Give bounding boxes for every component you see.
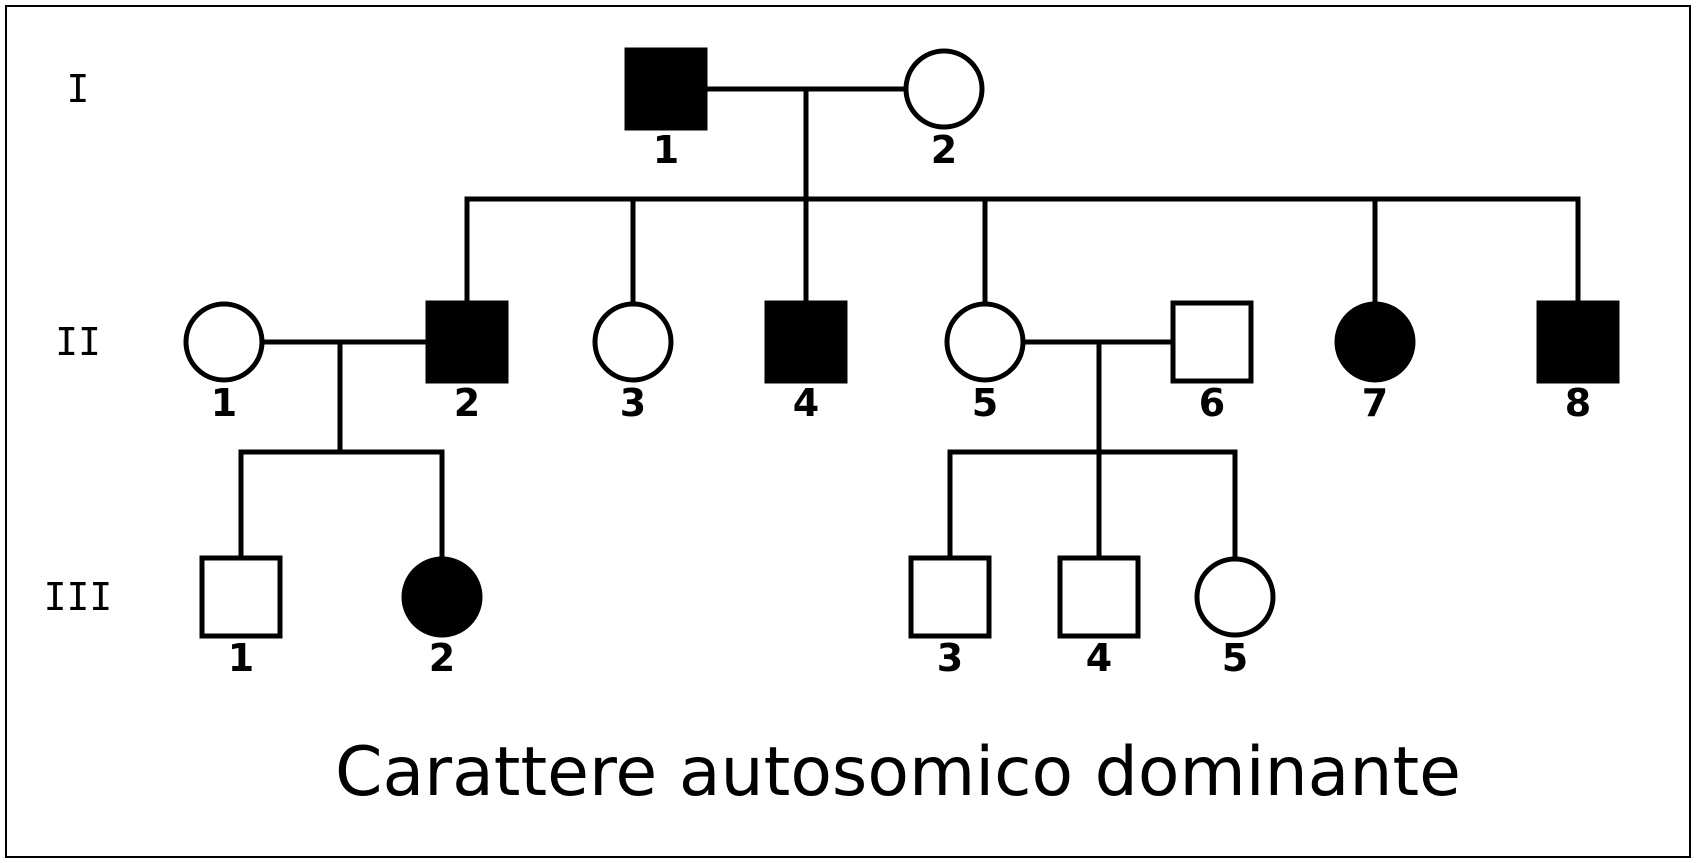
generation-label: I: [67, 67, 90, 111]
affected-male-square: [425, 300, 509, 384]
unaffected-female-circle: [183, 301, 265, 383]
individual-number: 2: [931, 128, 957, 172]
unaffected-male-square: [1170, 300, 1254, 384]
unaffected-female-circle: [944, 301, 1026, 383]
unaffected-female-circle: [903, 48, 985, 130]
individual-number: 5: [1222, 636, 1248, 680]
individual-number: 5: [972, 381, 998, 425]
individual-number: 3: [620, 381, 646, 425]
unaffected-female-circle: [1194, 556, 1276, 638]
generation-label: II: [55, 320, 101, 364]
unaffected-male-square: [1057, 555, 1141, 639]
unaffected-male-square: [908, 555, 992, 639]
individual-number: 3: [937, 636, 963, 680]
individual-number: 2: [454, 381, 480, 425]
affected-female-circle: [401, 556, 483, 638]
individual-number: 1: [228, 636, 254, 680]
individual-symbols: [183, 47, 1620, 639]
generation-label: III: [44, 575, 113, 619]
individual-number: 4: [1086, 636, 1112, 680]
connection-lines: [238, 86, 1581, 562]
frame-border: [5, 5, 1691, 858]
affected-female-circle: [1334, 301, 1416, 383]
individual-number: 1: [653, 128, 679, 172]
individual-number: 7: [1362, 381, 1388, 425]
individual-number: 4: [793, 381, 819, 425]
affected-male-square: [1536, 300, 1620, 384]
unaffected-male-square: [199, 555, 283, 639]
individual-number: 2: [429, 636, 455, 680]
diagram-title: Carattere autosomico dominante: [335, 733, 1461, 812]
individual-number: 6: [1199, 381, 1225, 425]
individual-number: 1: [211, 381, 237, 425]
individual-number: 8: [1565, 381, 1591, 425]
unaffected-female-circle: [592, 301, 674, 383]
affected-male-square: [624, 47, 708, 131]
affected-male-square: [764, 300, 848, 384]
